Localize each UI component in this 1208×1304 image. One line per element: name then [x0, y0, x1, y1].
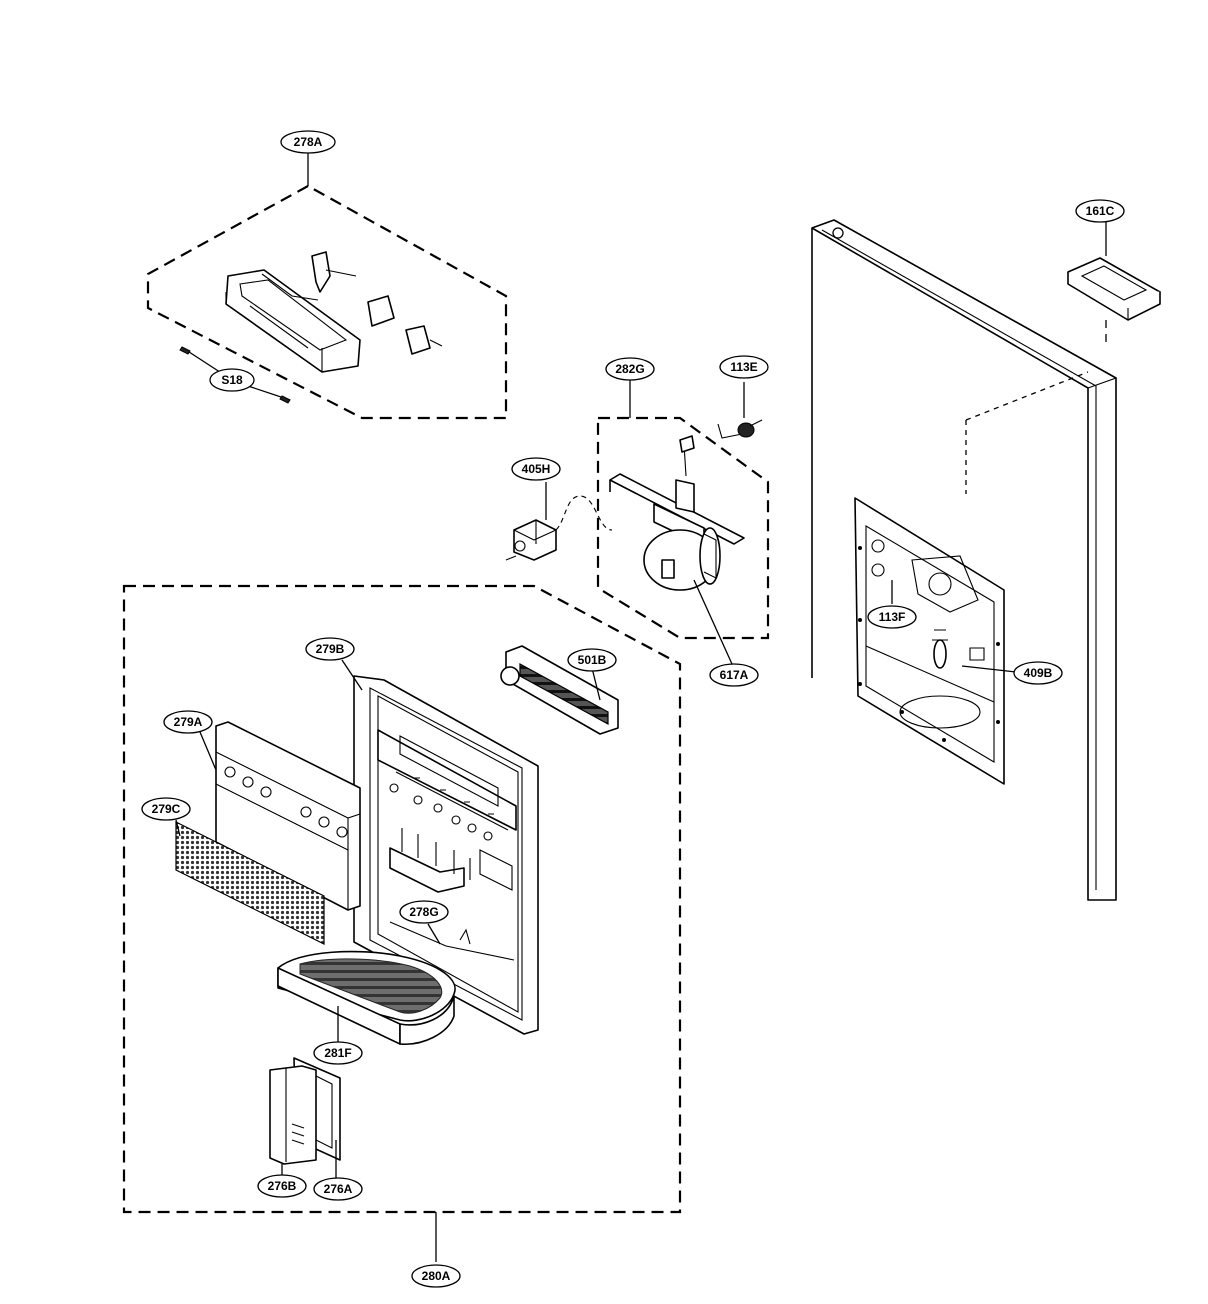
callout-278A: 278A — [280, 130, 336, 154]
screws-s18 — [179, 346, 291, 404]
svg-text:282G: 282G — [615, 362, 644, 376]
cap-part — [1067, 257, 1161, 346]
bracket-part — [225, 251, 443, 373]
callout-280A: 280A — [411, 1264, 461, 1288]
callout-279B: 279B — [305, 637, 355, 661]
actuator-arm — [609, 435, 745, 665]
callout-281F: 281F — [313, 1041, 363, 1065]
svg-text:S18: S18 — [221, 373, 243, 387]
dispenser-recess-housing — [854, 497, 1005, 785]
spring-113e — [717, 419, 763, 439]
water-valve — [505, 482, 613, 561]
callout-279C: 279C — [141, 797, 191, 821]
svg-text:279C: 279C — [152, 802, 181, 816]
svg-text:279B: 279B — [316, 642, 345, 656]
callout-279A: 279A — [163, 710, 213, 734]
svg-text:113E: 113E — [730, 360, 757, 374]
assembly-278A-boundary — [146, 184, 508, 420]
svg-text:281F: 281F — [324, 1046, 351, 1060]
svg-text:279A: 279A — [174, 715, 203, 729]
callout-276B: 276B — [257, 1174, 307, 1198]
svg-text:409B: 409B — [1024, 666, 1053, 680]
callout-161C: 161C — [1075, 199, 1125, 223]
assembly-282G-boundary — [596, 416, 770, 640]
callout-501B: 501B — [567, 648, 617, 672]
svg-text:161C: 161C — [1086, 204, 1115, 218]
callout-409B: 409B — [1013, 661, 1063, 685]
door-panel — [811, 219, 1118, 901]
dispenser-frame — [341, 659, 539, 1035]
svg-text:278A: 278A — [294, 135, 323, 149]
mesh-cover — [175, 819, 325, 945]
callout-405H: 405H — [511, 457, 561, 481]
svg-text:617A: 617A — [720, 668, 749, 682]
svg-text:276B: 276B — [268, 1179, 297, 1193]
callout-617A: 617A — [709, 663, 759, 687]
small-cover — [269, 1057, 341, 1180]
callout-113F: 113F — [867, 605, 917, 629]
svg-text:405H: 405H — [522, 462, 551, 476]
callout-S18: S18 — [209, 368, 255, 392]
callout-282G: 282G — [605, 357, 655, 381]
callout-276A: 276A — [313, 1177, 363, 1201]
svg-text:113F: 113F — [879, 610, 906, 624]
display-module — [500, 645, 619, 735]
svg-text:280A: 280A — [422, 1269, 451, 1283]
svg-text:501B: 501B — [578, 653, 607, 667]
svg-text:276A: 276A — [324, 1182, 353, 1196]
callout-113E: 113E — [719, 355, 769, 379]
drip-tray — [277, 950, 456, 1045]
svg-text:278G: 278G — [409, 905, 438, 919]
callout-278G: 278G — [399, 900, 449, 924]
